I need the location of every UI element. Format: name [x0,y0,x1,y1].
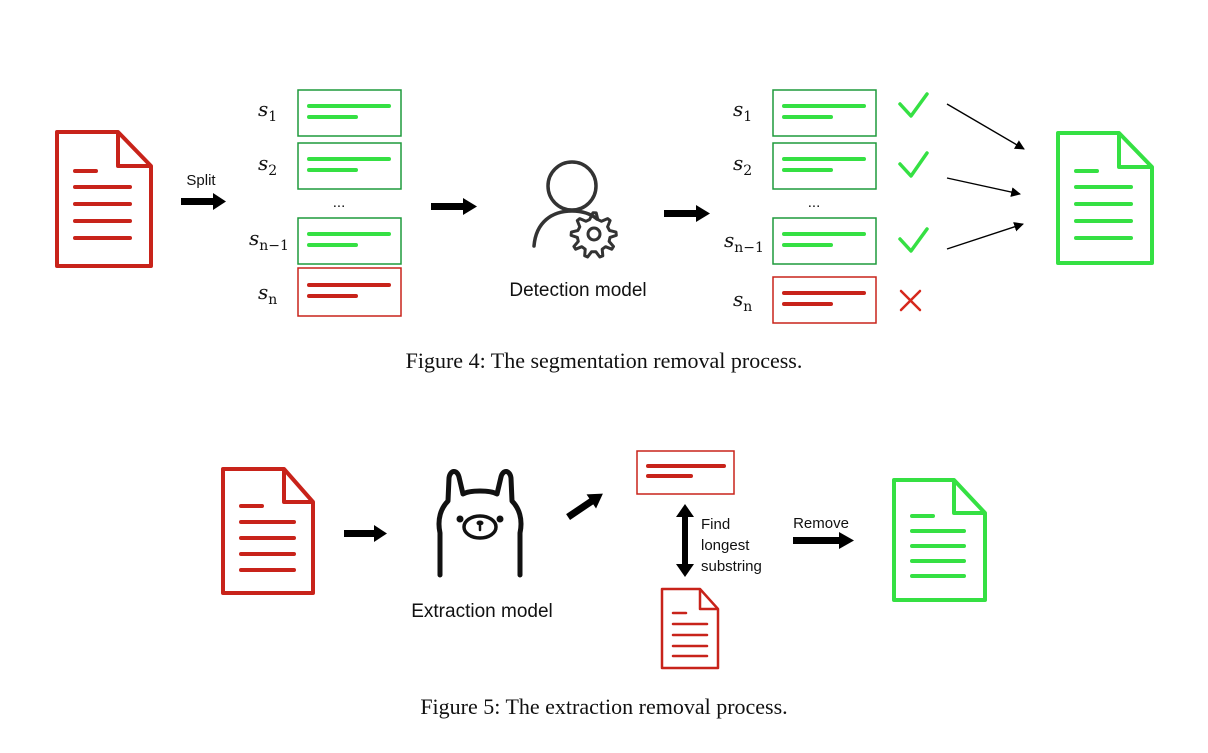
svg-text:sn−1: sn−1 [249,226,289,254]
extracted-segment-box [636,450,735,495]
segment-box-clean [772,217,877,265]
svg-text:s2: s2 [733,151,752,179]
arrow-to-extracted-segment [566,493,603,520]
svg-text:sn: sn [258,280,277,308]
svg-text:s1: s1 [733,97,752,125]
split-label: Split [186,172,216,189]
output-document-icon [892,478,987,602]
segment-box-contaminated [297,267,402,317]
input-document-icon [55,130,153,268]
cross-icon [899,289,922,312]
segment-list-right: s1 s2 ... sn−1 sn [724,89,929,324]
segment-label-s1: s1 [733,97,752,125]
find-longest-substring-label: Find longest substring [701,516,762,575]
ellipsis-left: ... [333,194,346,211]
arrow-from-detector [664,205,710,222]
segment-label-s-n: sn [733,287,752,315]
source-document-icon [660,587,720,670]
svg-text:sn−1: sn−1 [724,228,764,256]
segment-box-clean [772,142,877,190]
segment-label-s2: s2 [733,151,752,179]
segment-list-left: s1 s2 ... sn−1 sn [249,89,402,317]
segment-label-s-n: sn [258,280,277,308]
remove-arrow [793,532,854,549]
ellipsis-right: ... [808,194,821,211]
segment-label-s-n-minus-1: sn−1 [249,226,289,254]
segment-box-contaminated [772,276,877,324]
split-arrow [181,193,226,210]
extraction-model-label: Extraction model [411,601,553,622]
svg-text:substring: substring [701,558,762,575]
output-document-icon [1056,131,1154,265]
segment-label-s-n-minus-1: sn−1 [724,228,764,256]
double-arrow [676,504,694,577]
detection-model-icon [532,160,618,259]
segment-label-s2: s2 [258,151,277,179]
svg-text:s1: s1 [258,97,277,125]
check-icon [898,92,929,118]
merge-arrows [946,103,1025,250]
figure-5-caption: Figure 5: The extraction removal process… [420,694,788,719]
llama-icon [436,469,524,578]
detection-model-label: Detection model [509,280,646,301]
segment-box-clean [297,217,402,265]
arrow-to-extractor [344,525,387,542]
input-document-icon [221,467,315,595]
arrow-to-detector [431,198,477,215]
svg-text:Find: Find [701,516,730,533]
check-icon [898,151,929,178]
segment-label-s1: s1 [258,97,277,125]
figure-4-caption: Figure 4: The segmentation removal proce… [405,348,803,373]
svg-text:longest: longest [701,537,750,554]
check-icon [898,227,929,253]
svg-text:s2: s2 [258,151,277,179]
segment-box-clean [297,142,402,190]
svg-text:sn: sn [733,287,752,315]
segment-box-clean [297,89,402,137]
segment-box-clean [772,89,877,137]
remove-label: Remove [793,515,849,532]
